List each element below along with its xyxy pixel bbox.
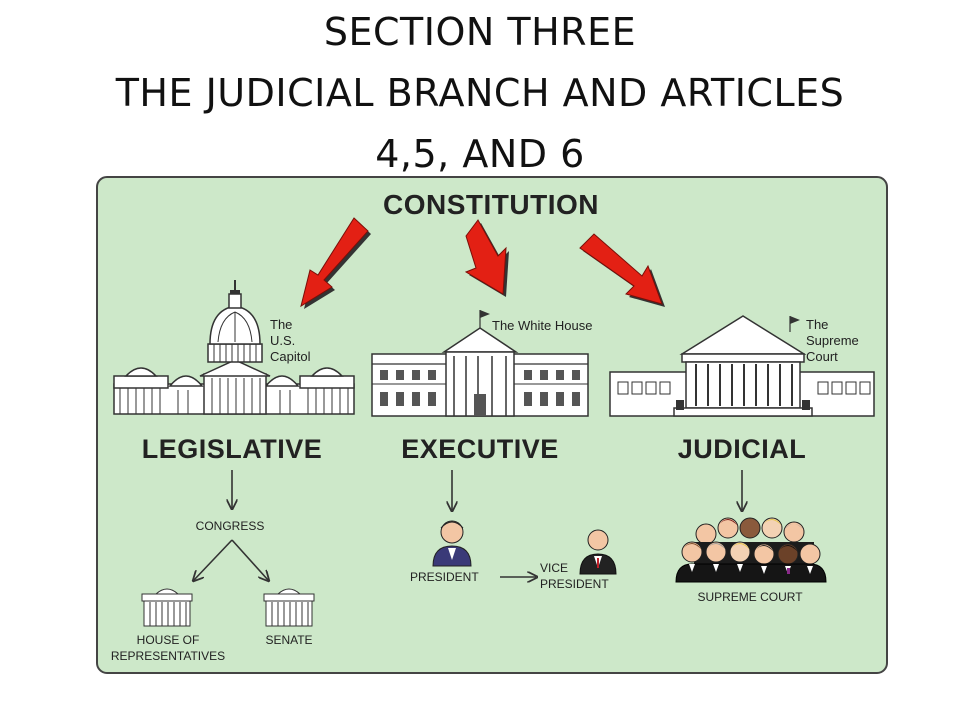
- senate-label: SENATE: [265, 633, 312, 647]
- supreme-court-label: SUPREME COURT: [697, 590, 803, 604]
- congress-to-house-arrow: [194, 539, 233, 580]
- supreme-court-caption-line-2: Supreme: [806, 333, 859, 348]
- arrow-to-judicial: [579, 233, 665, 307]
- arrow-to-executive: [464, 219, 509, 297]
- slide-title: SECTION THREE THE JUDICIAL BRANCH AND AR…: [0, 2, 960, 185]
- supreme-court-caption-line-1: The: [806, 317, 828, 332]
- arrow-to-legislative: [300, 217, 371, 309]
- title-line-3: 4,5, AND 6: [375, 132, 585, 176]
- white-house-caption: The White House: [492, 318, 592, 333]
- capitol-building-icon: [113, 280, 355, 415]
- capitol-caption-line-3: Capitol: [270, 349, 311, 364]
- branch-label-executive: EXECUTIVE: [401, 434, 559, 464]
- white-house-building-icon: [371, 310, 589, 417]
- title-line-1: SECTION THREE: [323, 10, 637, 54]
- senate-building-icon: [263, 588, 315, 627]
- supreme-court-justices-icon: [675, 517, 827, 583]
- title-line-2: THE JUDICIAL BRANCH AND ARTICLES: [115, 71, 845, 115]
- capitol-caption-line-1: The: [270, 317, 292, 332]
- president-figure-icon: [432, 520, 472, 567]
- supreme-court-caption-line-3: Court: [806, 349, 838, 364]
- supreme-court-building-icon: [609, 315, 875, 417]
- branch-label-judicial: JUDICIAL: [678, 434, 807, 464]
- vice-president-label-line-1: VICE: [540, 561, 568, 575]
- branch-label-legislative: LEGISLATIVE: [142, 434, 323, 464]
- vice-president-label-line-2: PRESIDENT: [540, 577, 609, 591]
- capitol-caption-line-2: U.S.: [270, 333, 295, 348]
- congress-to-senate-arrow: [231, 539, 268, 580]
- government-branches-diagram: CONSTITUTION: [96, 176, 888, 674]
- house-label-line-1: HOUSE OF: [137, 633, 200, 647]
- vice-president-figure-icon: [579, 529, 617, 575]
- house-building-icon: [141, 588, 193, 627]
- congress-label: CONGRESS: [196, 519, 265, 533]
- constitution-label: CONSTITUTION: [383, 189, 599, 220]
- house-label-line-2: REPRESENTATIVES: [111, 649, 225, 663]
- president-label: PRESIDENT: [410, 570, 479, 584]
